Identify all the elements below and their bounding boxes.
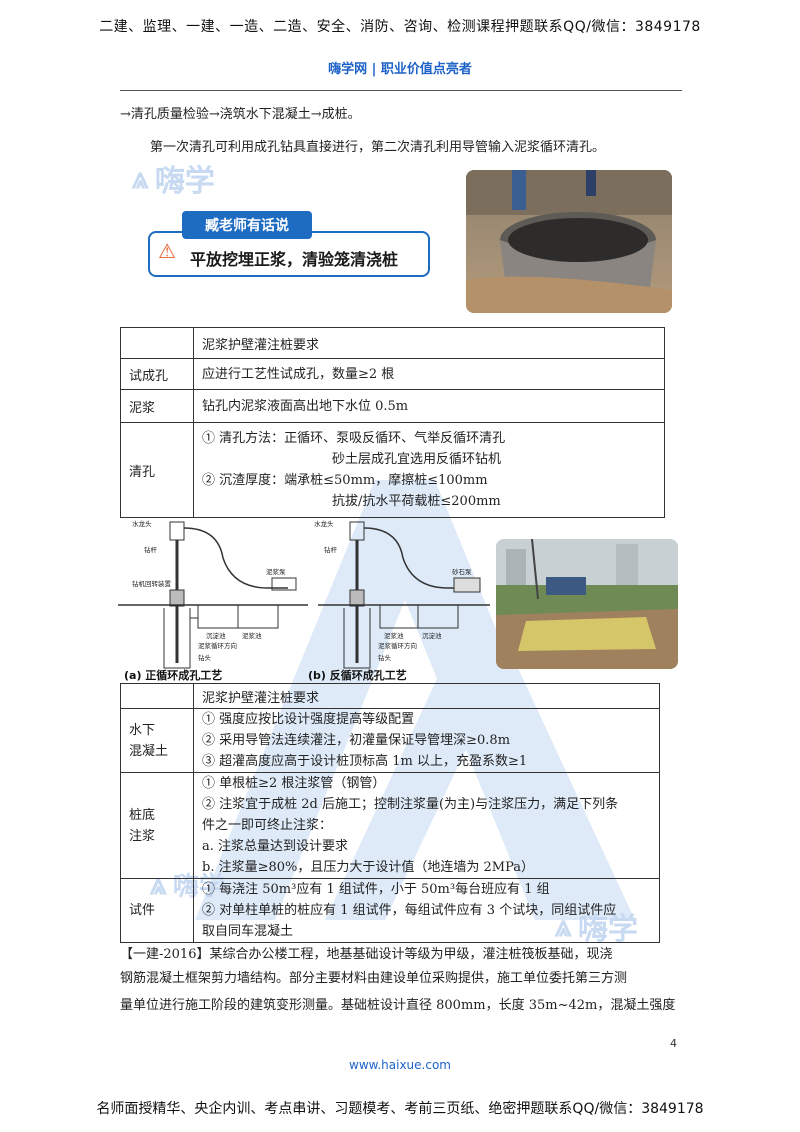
svg-text:泥浆泵: 泥浆泵: [266, 567, 286, 576]
svg-text:钻头: 钻头: [198, 653, 212, 662]
table-cell-empty: [120, 683, 194, 709]
site-link[interactable]: www.haixue.com: [349, 1058, 451, 1072]
row-label: 水下 混凝土: [120, 708, 194, 773]
svg-text:沉淀池: 沉淀池: [206, 631, 226, 640]
watermark-logo: ⩓ 嗨学: [132, 156, 215, 200]
row-label: 试件: [120, 878, 194, 943]
table-row: 清孔 ① 清孔方法：正循环、泵吸反循环、气举反循环清孔 砂土层成孔宜选用反循环钻…: [120, 422, 665, 518]
page-number: 4: [670, 1037, 677, 1050]
exam-question-paragraph: 【一建-2016】某综合办公楼工程，地基基础设计等级为甲级，灌注桩筏板基础，现浇…: [120, 947, 676, 1013]
table-cell-empty: [120, 327, 194, 359]
table-row: 试件 ① 每浇注 50m³应有 1 组试件，小于 50m³每台班应有 1 组 ②…: [120, 878, 660, 943]
body-line-2: 第一次清孔可利用成孔钻具直接进行，第二次清孔利用导管输入泥浆循环清孔。: [150, 140, 606, 155]
row-label: 试成孔: [120, 358, 194, 390]
svg-text:钻杆: 钻杆: [144, 545, 158, 554]
row-content: ① 每浇注 50m³应有 1 组试件，小于 50m³每台班应有 1 组 ② 对单…: [193, 878, 660, 943]
row-content: 应进行工艺性试成孔，数量≥2 根: [193, 358, 665, 390]
svg-text:砂石泵: 砂石泵: [452, 567, 472, 576]
row-content: ① 清孔方法：正循环、泵吸反循环、气举反循环清孔 砂土层成孔宜选用反循环钻机 ②…: [193, 422, 665, 518]
row-label: 桩底 注浆: [120, 772, 194, 879]
table-row: 水下 混凝土 ① 强度应按比设计强度提高等级配置 ② 采用导管法连续灌注，初灌量…: [120, 708, 660, 773]
table-header: 泥浆护壁灌注桩要求: [193, 327, 665, 359]
table-row: 桩底 注浆 ① 单根桩≥2 根注浆管（钢管） ② 注浆宜于成桩 2d 后施工；控…: [120, 772, 660, 879]
header-divider: [120, 90, 682, 91]
diagram-caption-b: (b) 反循环成孔工艺: [308, 669, 407, 682]
table-row: 试成孔 应进行工艺性试成孔，数量≥2 根: [120, 358, 665, 390]
svg-text:钻杆: 钻杆: [324, 545, 338, 554]
construction-site-photo: [496, 539, 678, 669]
row-content: 钻孔内泥浆液面高出地下水位 0.5m: [193, 389, 665, 423]
svg-text:泥浆循环方向: 泥浆循环方向: [198, 641, 237, 650]
callout-text: 平放挖埋正浆，清验笼清浇桩: [190, 250, 399, 269]
header-brand: 嗨学网 | 职业价值点亮者: [328, 62, 472, 77]
svg-text:沉淀池: 沉淀池: [422, 631, 442, 640]
svg-text:泥浆池: 泥浆池: [242, 631, 262, 640]
haixue-logo-icon: ⩓: [132, 160, 149, 196]
row-content: ① 单根桩≥2 根注浆管（钢管） ② 注浆宜于成桩 2d 后施工；控制注浆量(为…: [193, 772, 660, 879]
table-slurry-requirements-2: 泥浆护壁灌注桩要求 水下 混凝土 ① 强度应按比设计强度提高等级配置 ② 采用导…: [120, 683, 660, 943]
row-label: 清孔: [120, 422, 194, 518]
svg-text:钻机回转装置: 钻机回转装置: [132, 579, 172, 588]
circulation-process-diagram: 水龙头 钻杆 钻机回转装置 泥浆泵 沉淀池 泥浆池 泥浆循环方向 钻头 水龙头 …: [118, 519, 490, 669]
diagram-caption-a: (a) 正循环成孔工艺: [124, 669, 223, 682]
footer-line: 名师面授精华、央企内训、考点串讲、习题模考、考前三页纸、绝密押题联系QQ/微信：…: [96, 1101, 704, 1117]
svg-text:泥浆池: 泥浆池: [384, 631, 404, 640]
svg-text:水龙头: 水龙头: [314, 519, 334, 528]
callout-tag: 臧老师有话说: [182, 211, 312, 239]
warning-hand-icon: ⚠: [158, 239, 176, 263]
header-top-line: 二建、监理、一建、一造、二造、安全、消防、咨询、检测课程押题联系QQ/微信：38…: [99, 19, 701, 35]
watermark-text: 嗨学: [154, 164, 215, 199]
row-label: 泥浆: [120, 389, 194, 423]
body-line-1: →清孔质量检验→浇筑水下混凝土→成桩。: [120, 107, 361, 122]
casing-pit-photo: [466, 170, 672, 313]
row-content: ① 强度应按比设计强度提高等级配置 ② 采用导管法连续灌注，初灌量保证导管埋深≥…: [193, 708, 660, 773]
svg-text:钻头: 钻头: [378, 653, 392, 662]
table-row: 泥浆 钻孔内泥浆液面高出地下水位 0.5m: [120, 389, 665, 423]
table-header: 泥浆护壁灌注桩要求: [193, 683, 660, 709]
teacher-callout: 臧老师有话说 ⚠ 平放挖埋正浆，清验笼清浇桩: [148, 211, 430, 277]
svg-text:水龙头: 水龙头: [132, 519, 152, 528]
svg-text:泥浆循环方向: 泥浆循环方向: [378, 641, 417, 650]
table-slurry-requirements-1: 泥浆护壁灌注桩要求 试成孔 应进行工艺性试成孔，数量≥2 根 泥浆 钻孔内泥浆液…: [120, 327, 665, 518]
